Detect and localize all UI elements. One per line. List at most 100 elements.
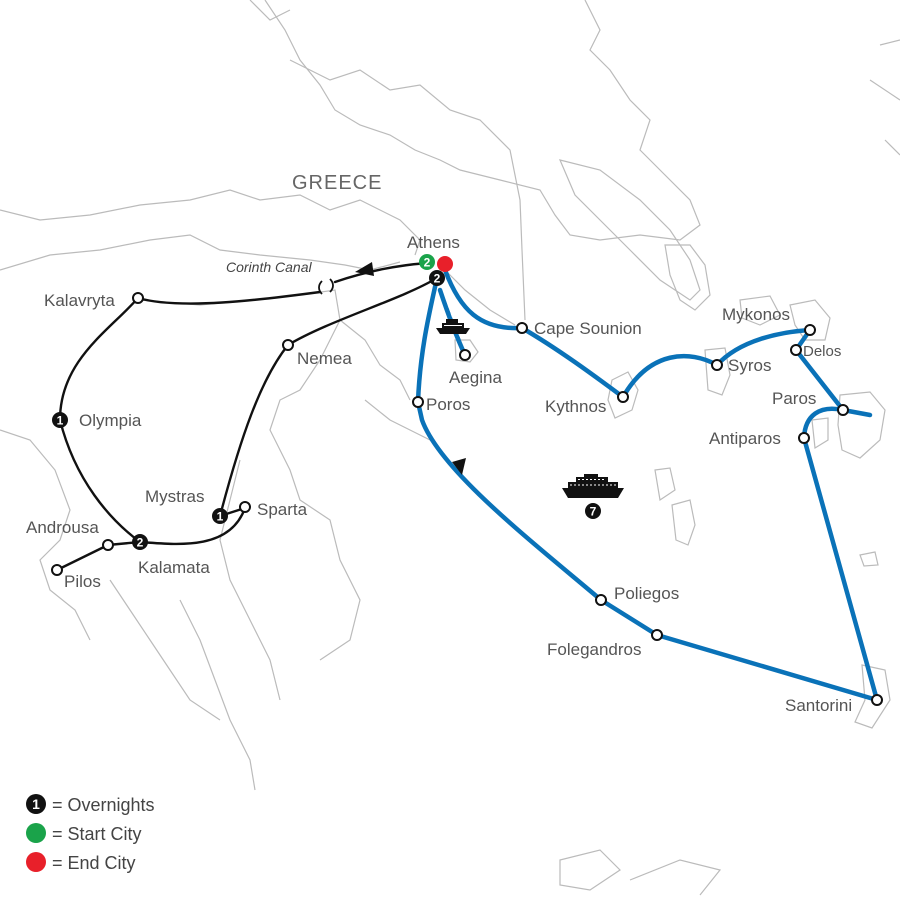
marker-aegina: [459, 349, 471, 361]
santorini-island: [854, 664, 891, 729]
label-mykonos: Mykonos: [722, 305, 790, 324]
marker-pilos: [51, 564, 63, 576]
paros-naxos-island: [837, 391, 886, 459]
ship-icon: [436, 319, 470, 334]
east-coast-lower: [884, 139, 900, 156]
route-santorini-folegandros: [654, 632, 880, 703]
label-poliegos: Poliegos: [614, 584, 679, 603]
marker-sparta: [239, 501, 251, 513]
label-delos: Delos: [803, 343, 841, 360]
legend-overnights-label: = Overnights: [52, 795, 155, 815]
peloponnese-middle: [219, 459, 281, 701]
label-poros: Poros: [426, 395, 470, 414]
route-olympia-kalamata: [58, 418, 142, 544]
legend-start-city: = Start City: [26, 823, 142, 844]
sea-route: [415, 267, 880, 703]
argolis-coast: [364, 399, 431, 441]
badge-athens-loop: 2: [429, 270, 445, 286]
southern-island-2: [629, 859, 722, 896]
label-sparta: Sparta: [257, 500, 308, 519]
route-athens-sounion: [442, 267, 525, 331]
label-androusa: Androusa: [26, 518, 99, 537]
svg-text:1: 1: [32, 796, 40, 812]
route-paros-antiparos: [801, 406, 846, 441]
route-poros-athens: [415, 275, 440, 405]
marker-delos: [790, 344, 802, 356]
label-cape-sounion: Cape Sounion: [534, 319, 642, 338]
badge-athens-start: 2: [419, 254, 435, 270]
messinia-coast: [109, 579, 221, 721]
route-antiparos-santorini: [801, 435, 880, 703]
marker-kythnos: [617, 391, 629, 403]
marker-antiparos: [798, 432, 810, 444]
svg-text:1: 1: [217, 510, 224, 524]
marker-syros: [711, 359, 723, 371]
laconia-coast: [179, 599, 256, 791]
badge-mystras: 1: [212, 508, 228, 524]
svg-text:7: 7: [590, 505, 597, 519]
marker-santorini: [871, 694, 883, 706]
legend-end-city-label: = End City: [52, 853, 136, 873]
canal-label: Corinth Canal: [226, 259, 312, 275]
direction-arrow-icon: [452, 458, 466, 475]
legend: 1 = Overnights = Start City = End City: [26, 794, 155, 873]
city-labels: Athens Kalavryta Olympia Nemea Mystras S…: [26, 233, 852, 715]
peloponnese-north: [139, 289, 411, 401]
label-kalamata: Kalamata: [138, 558, 210, 577]
border-inner-2: [249, 0, 291, 21]
route-mystras-nemea: [218, 343, 290, 518]
euboea-island: [558, 159, 701, 301]
marker-cape-sounion: [516, 322, 528, 334]
route-kalamata-sparta: [138, 506, 247, 546]
overnight-badges: 2 2 1 1 2 7: [52, 254, 601, 550]
small-island-1: [859, 551, 879, 567]
andros-island: [664, 244, 711, 311]
svg-text:2: 2: [434, 272, 441, 286]
label-folegandros: Folegandros: [547, 640, 642, 659]
route-nemea-athens: [286, 276, 439, 347]
label-aegina: Aegina: [449, 368, 502, 387]
svg-text:2: 2: [424, 256, 431, 270]
marker-poliegos: [595, 594, 607, 606]
coastline-mainland-west: [0, 189, 421, 256]
legend-end-city: = End City: [26, 852, 136, 873]
southern-island-1: [559, 849, 621, 891]
marker-folegandros: [651, 629, 663, 641]
milos-island: [671, 499, 696, 546]
syros-island: [704, 347, 731, 396]
svg-text:2: 2: [137, 536, 144, 550]
mykonos-island: [789, 299, 831, 341]
attica-coast: [444, 269, 516, 326]
peloponnese-southwest: [0, 429, 91, 641]
aegina-island: [454, 339, 479, 363]
peloponnese-east: [269, 319, 361, 661]
cruise-ship-icon: [562, 474, 624, 498]
route-kalavryta-olympia: [58, 296, 140, 422]
direction-arrow-icon: [355, 262, 374, 276]
label-pilos: Pilos: [64, 572, 101, 591]
border-inner-3: [289, 59, 526, 321]
east-coast-mid: [869, 79, 900, 101]
route-sounion-kythnos: [519, 325, 626, 400]
marker-poros: [412, 396, 424, 408]
route-delos-paros: [793, 347, 846, 413]
corinth-canal-mark: [318, 278, 334, 295]
route-kythnos-syros: [620, 353, 720, 400]
badge-athens-end: [437, 256, 453, 272]
route-poliegos-poros: [415, 399, 604, 603]
route-syros-mykonos: [714, 327, 813, 368]
legend-overnights: 1 = Overnights: [26, 794, 155, 815]
coastline-north: [264, 0, 701, 241]
kythnos-island: [607, 371, 639, 419]
label-olympia: Olympia: [79, 411, 142, 430]
marker-paros: [837, 404, 849, 416]
marker-kalavryta: [132, 292, 144, 304]
antiparos-island: [811, 417, 829, 450]
east-coast-top: [879, 39, 900, 46]
label-paros: Paros: [772, 389, 816, 408]
label-syros: Syros: [728, 356, 771, 375]
marker-nemea: [282, 339, 294, 351]
badge-kalamata: 2: [132, 534, 148, 550]
